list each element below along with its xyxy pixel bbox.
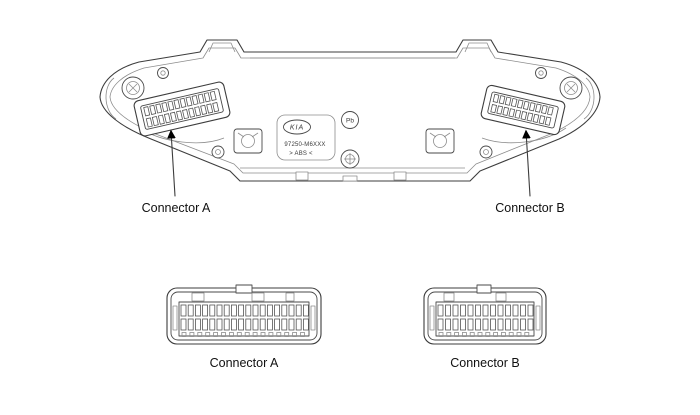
part-number: 97250-M6XXX: [284, 142, 325, 148]
connector-a-arrow: [167, 129, 176, 197]
mounting-screws: [121, 67, 583, 169]
left-endcap-line: [105, 77, 117, 120]
control-unit-rear-view: KIA 97250-M6XXX > ABS < Pb Connector A C…: [99, 39, 601, 215]
connector-a-callout-label: Connector A: [142, 201, 211, 215]
right-endcap-line: [583, 77, 595, 120]
label-plate: KIA 97250-M6XXX > ABS < Pb: [276, 111, 359, 161]
pb-symbol-text: Pb: [346, 118, 354, 125]
connector-b-top-view: [480, 84, 566, 136]
connector-a-face-label: Connector A: [210, 356, 279, 370]
connector-b-face-label: Connector B: [450, 356, 519, 370]
right-tab-detail: [464, 42, 492, 53]
left-tab-detail: [208, 42, 236, 53]
connector-a-face-view: [166, 284, 322, 345]
connector-b-arrow: [522, 129, 531, 197]
material-marking: > ABS <: [289, 151, 313, 157]
connector-b-callout-label: Connector B: [495, 201, 564, 215]
kia-logo: KIA: [290, 125, 304, 132]
connector-b-face-view: [423, 284, 547, 345]
connector-a-top-view: [133, 81, 231, 137]
harness-clips: [233, 128, 455, 154]
pb-symbol-circle: [341, 111, 359, 129]
